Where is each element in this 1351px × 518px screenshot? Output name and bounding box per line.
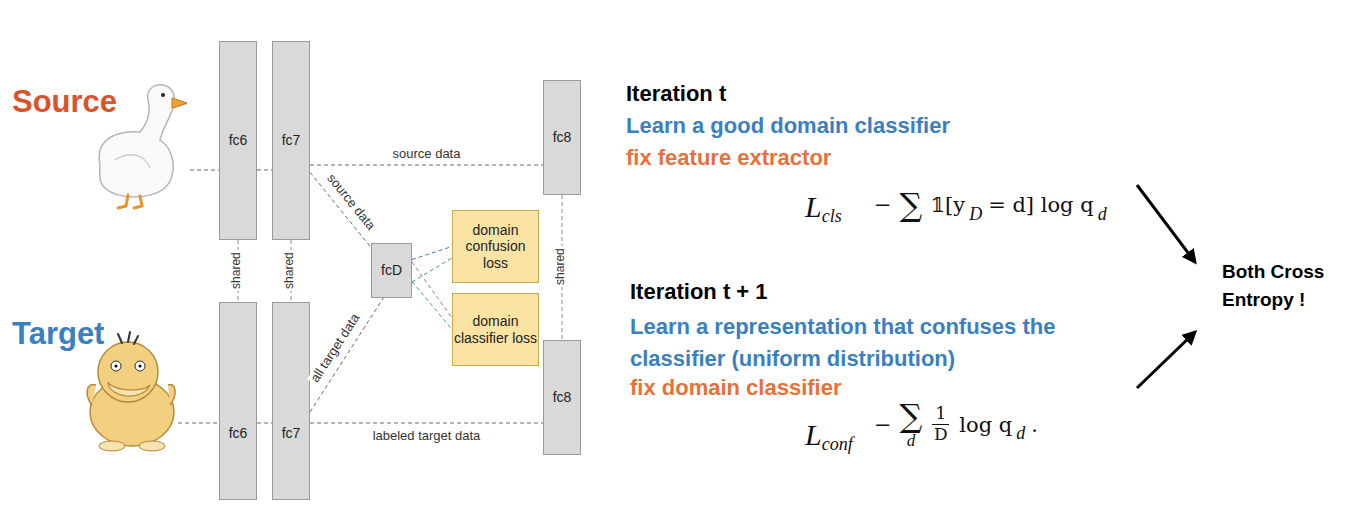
- layer-box: fc8: [543, 340, 581, 455]
- node-label: domain confusion loss: [453, 222, 538, 270]
- node-label: fc6: [229, 132, 248, 148]
- node-label: fc6: [229, 425, 248, 441]
- sum-stack: ∑d: [900, 400, 923, 449]
- text-label: Learn a good domain classifier: [626, 113, 950, 139]
- formula-text: cls: [822, 206, 842, 227]
- formula-text: D: [934, 425, 948, 445]
- data-connector: [412, 247, 452, 260]
- formula-text: ∑: [900, 400, 923, 432]
- formula: Lconf: [805, 418, 855, 452]
- edge-label: source data: [391, 147, 463, 161]
- text-label: Source: [12, 84, 117, 120]
- formula-text: −: [874, 413, 892, 437]
- formula-text: 1: [932, 404, 949, 425]
- layer-box: fc6: [219, 41, 257, 240]
- layer-box: fc7: [272, 302, 310, 500]
- loss-line: [412, 258, 452, 282]
- text-label: fix feature extractor: [626, 145, 831, 171]
- node-label: domain classifier loss: [453, 313, 538, 345]
- data-connector: [412, 282, 452, 330]
- node-label: fc8: [553, 389, 572, 405]
- formula-text: d: [1098, 204, 1107, 225]
- node-label: fc8: [553, 129, 572, 145]
- formula-text: = d] log q: [988, 193, 1094, 217]
- text-label: fix domain classifier: [630, 375, 842, 401]
- formula-text: d: [1016, 423, 1025, 444]
- edge-label: labeled target data: [371, 429, 483, 443]
- loss-box: domain confusion loss: [452, 210, 539, 283]
- fraction: 1D: [932, 404, 949, 444]
- formula-text: L: [805, 418, 822, 452]
- pointer-arrow: [1137, 185, 1195, 262]
- loss-box: domain classifier loss: [452, 293, 539, 366]
- data-connector: [310, 164, 543, 165]
- formula: −∑ 𝟙[yD = d] log qd: [870, 186, 1109, 224]
- pointer-arrow: [1137, 332, 1195, 388]
- text-label: Both Cross Entropy !: [1222, 258, 1327, 314]
- formula: −∑d1Dlog qd.: [870, 400, 1042, 449]
- text-label: Iteration t + 1: [630, 279, 768, 305]
- text-label: Target: [12, 316, 104, 352]
- formula-text: .: [1031, 413, 1038, 437]
- node-label: fc7: [282, 132, 301, 148]
- edge-label: all target data: [307, 309, 364, 386]
- formula-text: log q: [959, 413, 1012, 437]
- formula-text: L: [805, 190, 822, 224]
- formula: Lcls: [805, 190, 844, 224]
- layer-box: fc8: [543, 80, 581, 195]
- data-connector: [257, 169, 272, 170]
- layer-box: fc6: [219, 302, 257, 500]
- formula-text: −: [874, 193, 892, 217]
- formula-text: 𝟙[y: [930, 193, 965, 217]
- edge-label: shared: [283, 250, 296, 291]
- input-line: [190, 170, 219, 171]
- edge-label: source data: [322, 169, 378, 234]
- edge-label: shared: [230, 250, 243, 291]
- node-label: fc7: [282, 425, 301, 441]
- formula-text: d: [907, 432, 916, 449]
- formula-text: ∑: [900, 186, 923, 224]
- text-label: Iteration t: [626, 81, 726, 107]
- text-label: Learn a representation that confuses the…: [630, 311, 1108, 375]
- edge-label: shared: [554, 247, 567, 288]
- formula-text: D: [969, 204, 982, 225]
- domain-layer-box: fcD: [371, 243, 412, 298]
- node-label: fcD: [381, 262, 402, 278]
- data-connector: [310, 422, 543, 423]
- data-connector: [257, 422, 272, 423]
- formula-text: conf: [822, 434, 853, 455]
- input-line: [178, 423, 219, 424]
- layer-box: fc7: [272, 41, 310, 240]
